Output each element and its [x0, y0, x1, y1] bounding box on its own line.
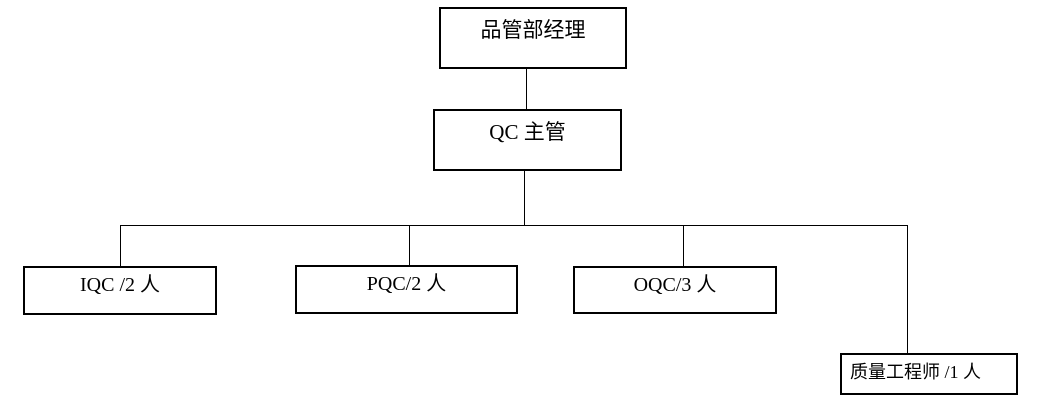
node-iqc: IQC /2 人: [23, 266, 217, 315]
node-pqc: PQC/2 人: [295, 265, 518, 314]
node-qc-supervisor: QC 主管: [433, 109, 622, 171]
connector-drop-pqc: [409, 225, 410, 265]
connector-supervisor-rail: [524, 171, 525, 225]
node-quality-engineer: 质量工程师 /1 人: [840, 353, 1018, 395]
connector-drop-quality-engineer: [907, 225, 908, 353]
connector-horizontal-rail: [120, 225, 908, 226]
connector-manager-supervisor: [526, 69, 527, 109]
connector-drop-iqc: [120, 225, 121, 266]
connector-drop-oqc: [683, 225, 684, 266]
node-manager: 品管部经理: [439, 7, 627, 69]
node-oqc: OQC/3 人: [573, 266, 777, 314]
